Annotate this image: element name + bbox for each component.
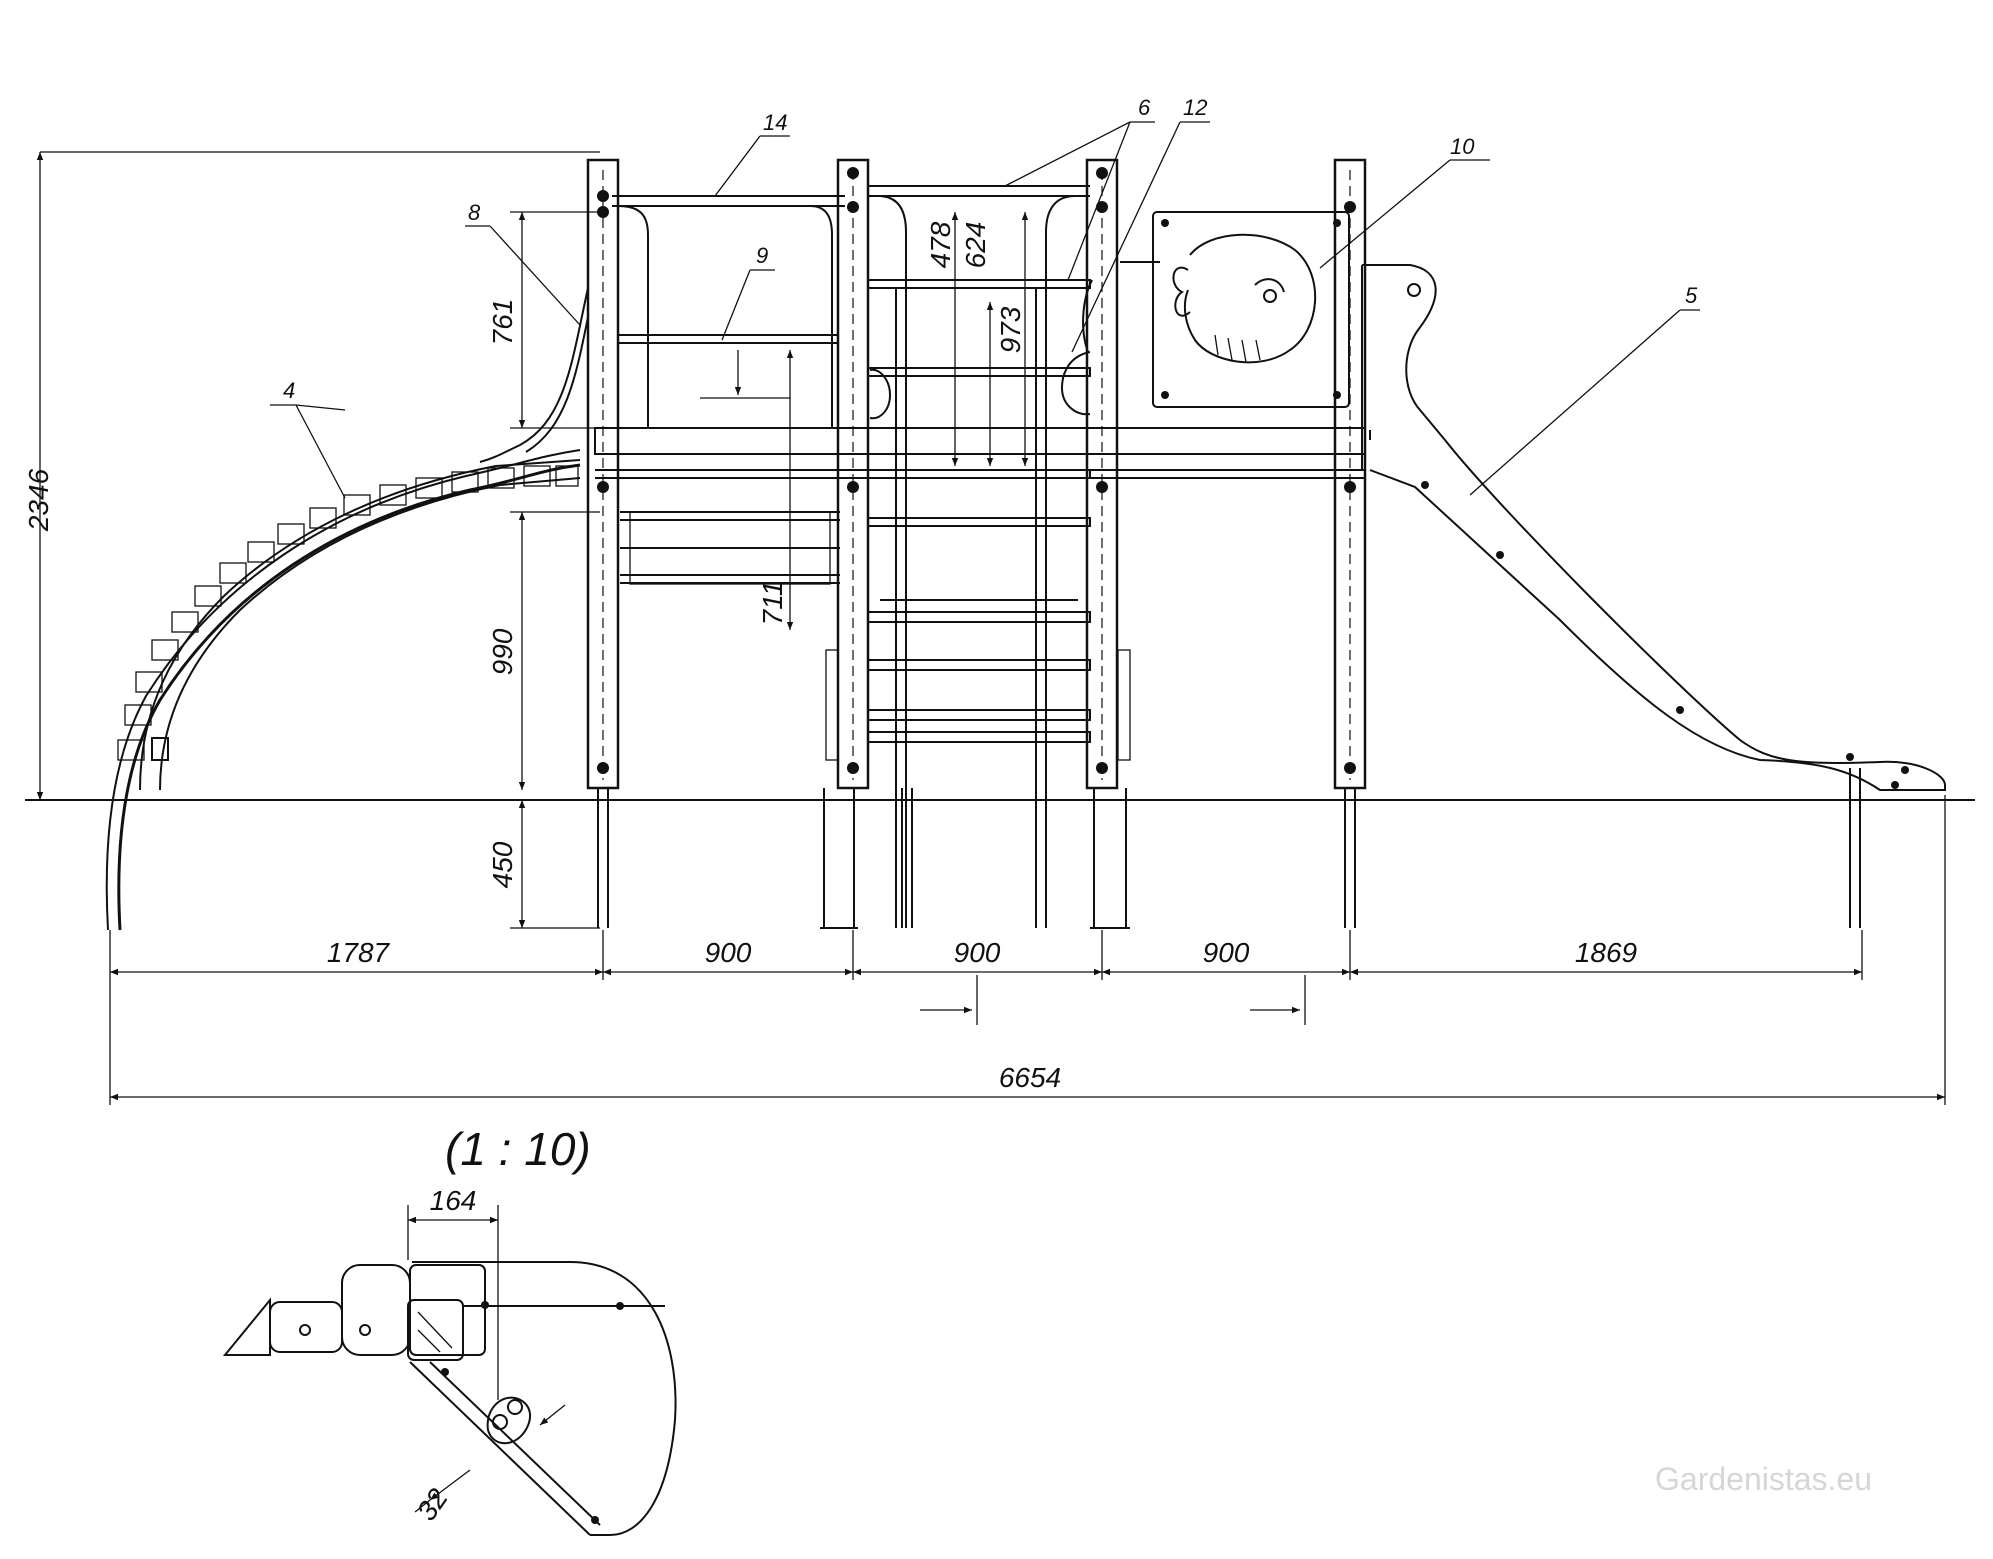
detail-scale-label: (1 : 10) xyxy=(445,1123,591,1175)
vertical-dimensions: 2346 761 990 450 478 624 973 711 xyxy=(23,151,1029,929)
dim-span-900-a: 900 xyxy=(705,937,752,968)
callout-6: 6 xyxy=(1138,95,1151,120)
dim-detail-164: 164 xyxy=(430,1185,477,1216)
dim-rail-height: 761 xyxy=(487,299,518,346)
fish-panel xyxy=(1152,211,1350,408)
top-rails xyxy=(612,185,1160,428)
callout-14: 14 xyxy=(763,110,787,135)
post-bolts xyxy=(597,167,1356,774)
horizontal-dimensions: 1787 900 900 900 1869 6654 xyxy=(109,795,1946,1105)
dim-deck-height: 990 xyxy=(487,628,518,675)
dim-detail-32: 32 xyxy=(411,1483,455,1527)
slide xyxy=(1361,264,1946,791)
dim-foundation-depth: 450 xyxy=(487,841,518,888)
callouts: 4 5 6 8 9 10 12 14 xyxy=(270,95,1700,499)
center-ladder xyxy=(825,279,1131,928)
callout-5: 5 xyxy=(1685,283,1698,308)
dim-overall-height: 2346 xyxy=(23,468,54,532)
dim-973: 973 xyxy=(995,306,1026,353)
dim-711: 711 xyxy=(757,581,788,626)
rope xyxy=(479,287,589,463)
dim-624: 624 xyxy=(960,222,991,269)
dim-span-900-b: 900 xyxy=(954,937,1001,968)
callout-10: 10 xyxy=(1450,134,1475,159)
dim-overall-length: 6654 xyxy=(999,1062,1061,1093)
callout-12: 12 xyxy=(1183,95,1207,120)
posts xyxy=(586,158,1861,929)
callout-9: 9 xyxy=(756,243,768,268)
dim-478: 478 xyxy=(925,221,956,268)
callout-4: 4 xyxy=(283,378,295,403)
climbing-arch xyxy=(105,449,581,931)
arch-rungs xyxy=(117,465,579,761)
dim-span-900-c: 900 xyxy=(1203,937,1250,968)
dim-span-1787: 1787 xyxy=(327,937,391,968)
detail-view: (1 : 10) 164 32 xyxy=(222,1123,677,1536)
deck xyxy=(594,427,1366,585)
callout-8: 8 xyxy=(468,200,481,225)
watermark: Gardenistas.eu xyxy=(1655,1461,1872,1497)
dim-span-1869: 1869 xyxy=(1575,937,1637,968)
